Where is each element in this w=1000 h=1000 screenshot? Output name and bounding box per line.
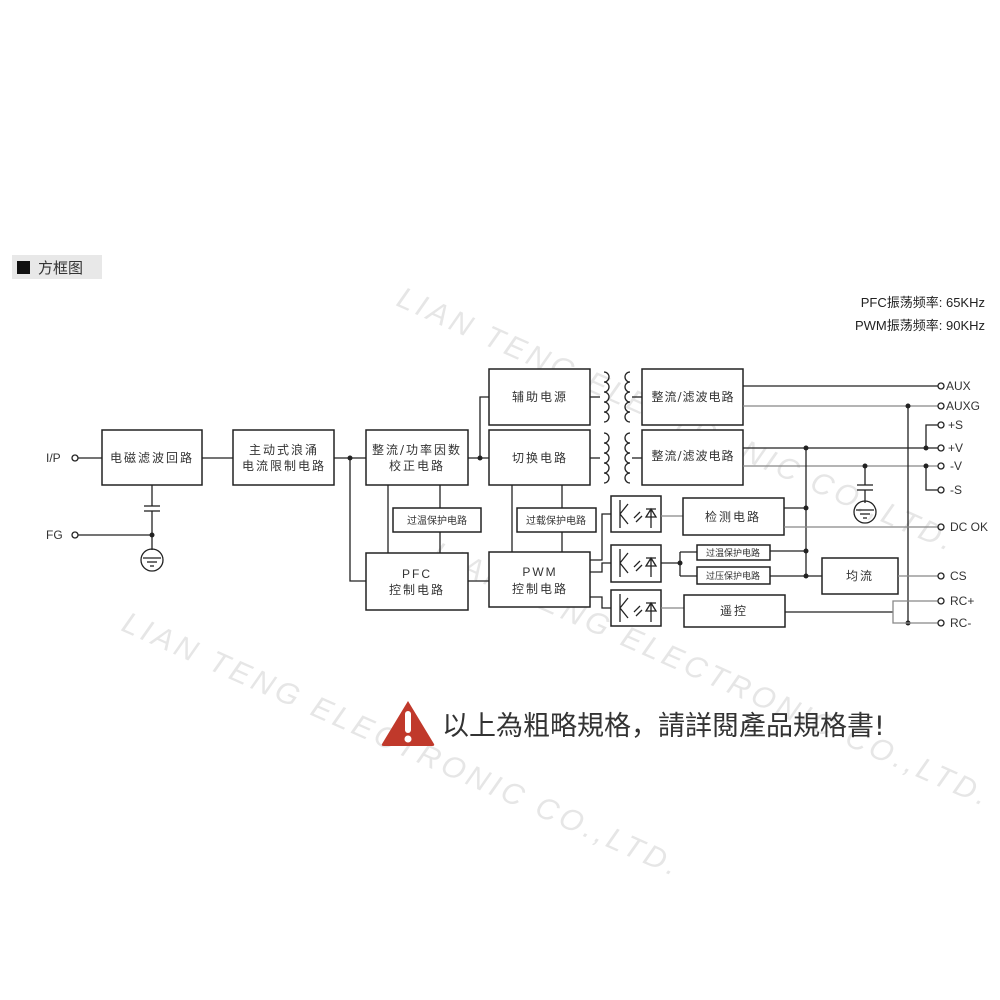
transformer-icon bbox=[590, 371, 642, 423]
rectifier-filter-label-aux: 整流/滤波电路 bbox=[651, 389, 734, 404]
olp-block bbox=[516, 507, 597, 533]
rectifier-filter-label-main: 整流/滤波电路 bbox=[651, 448, 734, 463]
pwm-control-label-1: PWM bbox=[522, 565, 557, 579]
switching-block bbox=[488, 429, 591, 486]
ip-terminal bbox=[71, 454, 79, 462]
ip-label: I/P bbox=[46, 451, 61, 465]
spec-note-text: 以上為粗略規格，請詳閱產品規格書! bbox=[442, 710, 885, 742]
pin-rc-minus: RC- bbox=[950, 616, 971, 630]
otp-block-2 bbox=[696, 544, 771, 561]
pfc-rectifier-label-2: 校正电路 bbox=[389, 458, 445, 473]
pin-aux: AUX bbox=[946, 379, 971, 393]
remote-control-block bbox=[683, 594, 786, 628]
black-square-icon bbox=[17, 260, 30, 274]
inrush-label-2: 电流限制电路 bbox=[242, 458, 326, 473]
emi-filter-label: 电磁滤波回路 bbox=[110, 450, 194, 465]
fg-label: FG bbox=[46, 528, 63, 542]
pwm-control-block bbox=[488, 551, 591, 608]
otp-label-2: 过温保护电路 bbox=[706, 547, 760, 559]
optocoupler-icon bbox=[610, 544, 662, 583]
pfc-frequency: PFC振荡频率: 65KHz bbox=[861, 295, 985, 310]
detection-label: 检测电路 bbox=[705, 509, 761, 524]
fg-terminal bbox=[71, 531, 79, 539]
pfc-rectifier-label-1: 整流/功率因数 bbox=[372, 442, 462, 457]
detection-block bbox=[682, 497, 785, 536]
pin-cs: CS bbox=[950, 569, 967, 583]
pin-minus-s: -S bbox=[950, 483, 962, 497]
otp-block-1 bbox=[392, 507, 482, 533]
optocoupler-icon bbox=[610, 495, 662, 533]
rectifier-filter-block-main bbox=[641, 429, 744, 486]
pwm-frequency: PWM振荡频率: 90KHz bbox=[855, 318, 985, 333]
section-title: 方框图 bbox=[38, 258, 84, 277]
ground-icon bbox=[140, 548, 164, 572]
inrush-limit-block bbox=[232, 429, 335, 486]
pwm-control-label-2: 控制电路 bbox=[512, 581, 568, 596]
output-terminals: AUX AUXG +S +V -V -S DC OK CS RC+ RC- bbox=[937, 379, 988, 630]
rectifier-filter-block-aux bbox=[641, 368, 744, 426]
current-share-block bbox=[821, 557, 899, 595]
ground-icon bbox=[853, 500, 877, 524]
remote-control-label: 遥控 bbox=[720, 604, 748, 618]
inrush-label-1: 主动式浪涌 bbox=[249, 442, 319, 457]
pfc-control-label-1: PFC bbox=[402, 567, 432, 581]
ovp-label: 过压保护电路 bbox=[706, 570, 760, 582]
switching-label: 切换电路 bbox=[512, 450, 568, 465]
aux-power-label: 辅助电源 bbox=[512, 390, 568, 404]
pin-plus-v: +V bbox=[948, 441, 963, 455]
pfc-rectifier-block bbox=[365, 429, 469, 486]
pin-dc-ok: DC OK bbox=[950, 520, 988, 534]
pin-rc-plus: RC+ bbox=[950, 594, 974, 608]
olp-label: 过载保护电路 bbox=[526, 514, 586, 527]
emi-filter-block bbox=[101, 429, 203, 486]
spec-note: 以上為粗略規格，請詳閱產品規格書! bbox=[380, 698, 885, 748]
current-share-label: 均流 bbox=[846, 569, 874, 583]
pin-auxg: AUXG bbox=[946, 399, 980, 413]
otp-label-1: 过温保护电路 bbox=[407, 514, 467, 527]
transformer-icon bbox=[590, 432, 642, 484]
pfc-control-block bbox=[365, 552, 469, 611]
pfc-control-label-2: 控制电路 bbox=[389, 582, 445, 597]
optocoupler-icon bbox=[610, 589, 662, 627]
pin-minus-v: -V bbox=[950, 459, 962, 473]
section-header: 方框图 bbox=[12, 255, 102, 279]
pin-plus-s: +S bbox=[948, 418, 963, 432]
warning-icon bbox=[381, 701, 435, 746]
